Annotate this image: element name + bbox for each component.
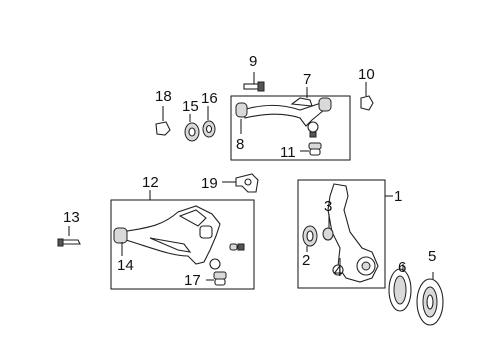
lower-control-arm-part-12: [113, 190, 245, 270]
callout-4: 4: [334, 263, 342, 280]
bracket-part-19: [222, 173, 259, 193]
callout-14: 14: [117, 257, 134, 274]
callout-10: 10: [358, 66, 375, 83]
callout-8: 8: [236, 136, 244, 153]
callout-7: 7: [303, 71, 311, 88]
callout-6: 6: [398, 259, 406, 276]
bushing-part-16: [202, 106, 216, 138]
callout-9: 9: [249, 53, 257, 70]
callout-19: 19: [201, 175, 218, 192]
lower-arm-box: [110, 199, 255, 290]
callout-1: 1: [394, 188, 402, 205]
callout-18: 18: [155, 88, 172, 105]
dust-seal-part-6: [388, 264, 412, 312]
callout-17: 17: [184, 272, 201, 289]
bolt-part-9: [243, 72, 265, 92]
clip-part-10: [360, 82, 374, 111]
splash-shield-part-5: [416, 272, 444, 326]
callout-12: 12: [142, 174, 159, 191]
callout-2: 2: [302, 252, 310, 269]
callout-15: 15: [182, 98, 199, 115]
callout-5: 5: [428, 248, 436, 265]
nut-part-11: [300, 142, 322, 156]
nut-part-17: [206, 271, 227, 286]
upper-arm-box: [230, 95, 351, 161]
callout-11: 11: [280, 144, 296, 161]
knuckle-box: [297, 179, 386, 289]
callout-13: 13: [63, 209, 80, 226]
upper-control-arm-part-7: [235, 87, 332, 138]
bushing-part-18: [155, 106, 171, 136]
callout-16: 16: [201, 90, 218, 107]
bolt-part-13: [57, 226, 81, 247]
callout-3: 3: [324, 198, 332, 215]
steering-knuckle-part-1: [302, 183, 393, 283]
bushing-part-15: [184, 114, 200, 142]
